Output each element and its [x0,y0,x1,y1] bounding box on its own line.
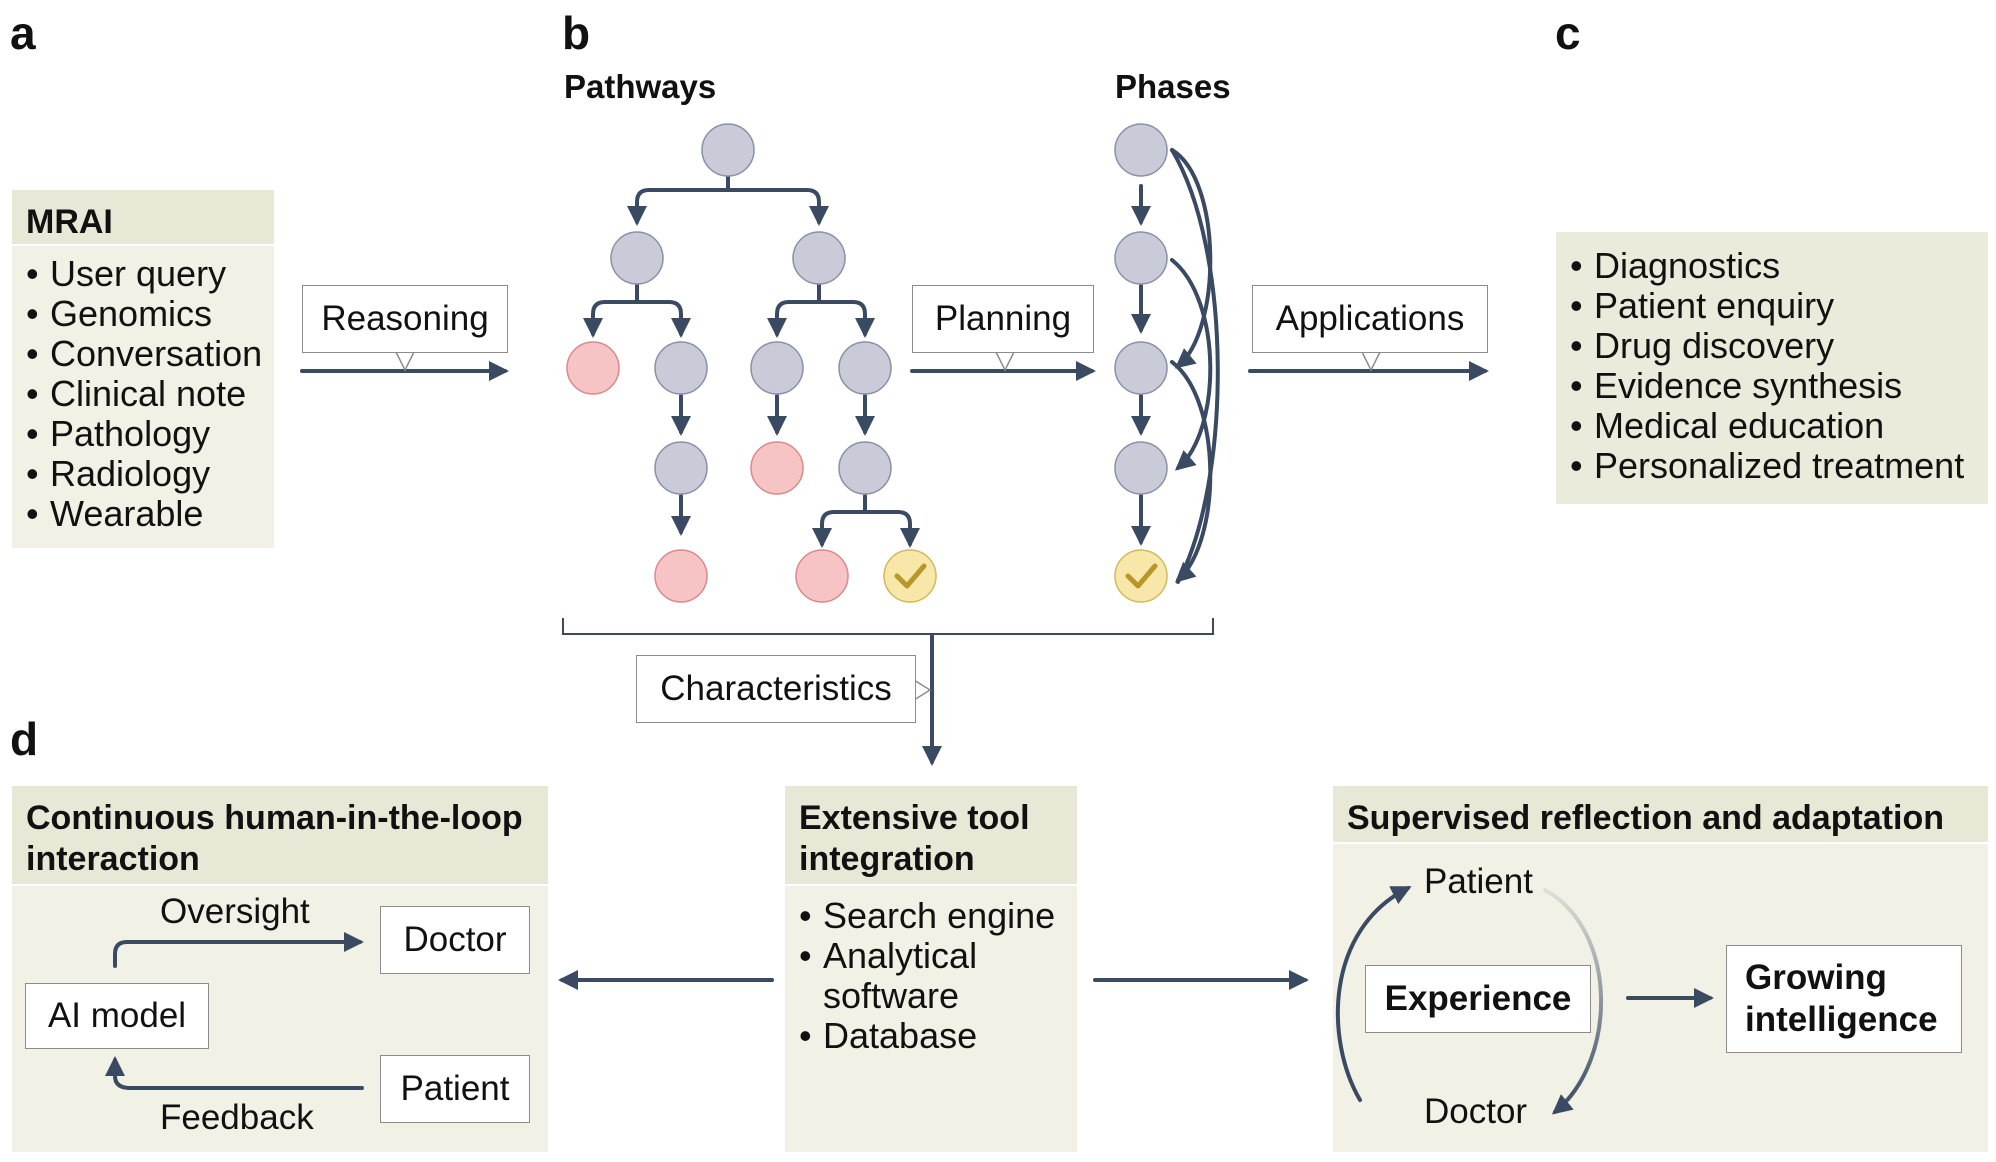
experience-box: Experience [1365,965,1591,1033]
reasoning-tag: Reasoning [302,285,508,353]
phase-node-success [1114,549,1168,603]
oversight-label: Oversight [160,892,310,931]
characteristics-tag: Characteristics [636,655,916,723]
reflection-doctor-label: Doctor [1424,1092,1528,1131]
phase-skip-arrow [1170,148,1220,584]
callout-tail [1361,351,1381,372]
phase-node [1114,123,1168,177]
tree-connector [591,300,683,332]
reflection-arc-right [1543,888,1603,1115]
mrai-input-item: Clinical note [26,374,274,415]
tree-connector [775,300,867,332]
planning-tag: Planning [912,285,1094,353]
tree-connector [820,510,912,542]
mrai-input-item: Wearable [26,494,274,535]
phase-skip-arrow [1170,148,1213,369]
pathway-node-failed [566,341,620,395]
hitl-title: Continuous human-in-the-loop interaction [12,786,548,884]
pathways-label: Pathways [564,68,717,105]
callout-tail [995,351,1015,372]
panel-letter-c: c [1555,7,1581,59]
application-item: Personalized treatment [1570,446,1988,487]
application-item: Diagnostics [1570,246,1988,287]
tool-item: Search engine [799,896,1077,937]
pathway-node-failed [654,549,708,603]
pathway-node [792,231,846,285]
reflection-title: Supervised reflection and adaptation [1333,786,1988,842]
pathway-node [654,441,708,495]
mrai-input-list: User query Genomics Conversation Clinica… [26,254,274,535]
pathway-node [838,441,892,495]
applications-list-box: Diagnostics Patient enquiry Drug discove… [1556,232,1988,504]
pathway-node [701,123,755,177]
pathway-node [750,341,804,395]
mrai-input-item: User query [26,254,274,295]
panel-letter-d: d [10,713,39,765]
growing-intelligence-box: Growing intelligence [1726,945,1962,1053]
oversight-arrow [113,932,364,968]
panel-letter-b: b [562,7,591,59]
phases-label: Phases [1115,68,1231,105]
mrai-inputs: User query Genomics Conversation Clinica… [12,246,274,548]
application-item: Drug discovery [1570,326,1988,367]
mrai-title: MRAI [12,190,274,244]
reflection-patient-label: Patient [1424,862,1533,901]
mrai-input-item: Pathology [26,414,274,455]
check-icon [894,563,927,589]
tool-item: Analytical software [799,936,1033,1016]
ai-model-box: AI model [25,983,209,1049]
pathway-node [610,231,664,285]
patient-box: Patient [380,1055,530,1123]
pathway-node [838,341,892,395]
tool-item: Database [799,1016,1077,1057]
doctor-box: Doctor [380,906,530,974]
callout-tail [913,679,932,701]
application-item: Patient enquiry [1570,286,1988,327]
applications-tag: Applications [1252,285,1488,353]
applications-list: Diagnostics Patient enquiry Drug discove… [1570,246,1988,487]
pathway-node-failed [795,549,849,603]
mrai-input-item: Radiology [26,454,274,495]
pathway-node [654,341,708,395]
phase-node [1114,441,1168,495]
feedback-label: Feedback [160,1098,314,1137]
callout-tail [395,351,415,372]
pathway-node-failed [750,441,804,495]
feedback-arrow [105,1056,364,1090]
reflection-arc-left [1335,886,1412,1102]
mrai-input-item: Genomics [26,294,274,335]
tools-title: Extensive tool integration [785,786,1077,884]
pathway-node-success [883,549,937,603]
mrai-input-item: Conversation [26,334,274,375]
panel-letter-a: a [10,7,36,59]
application-item: Medical education [1570,406,1988,447]
check-icon [1125,563,1158,589]
tree-connector [635,188,821,220]
phase-skip-arrow [1170,258,1213,471]
characteristics-bracket [562,618,1214,635]
tools-list: Search engine Analytical software Databa… [799,896,1077,1057]
phase-node [1114,231,1168,285]
tools-body: Search engine Analytical software Databa… [785,886,1077,1152]
phase-node [1114,341,1168,395]
application-item: Evidence synthesis [1570,366,1988,407]
